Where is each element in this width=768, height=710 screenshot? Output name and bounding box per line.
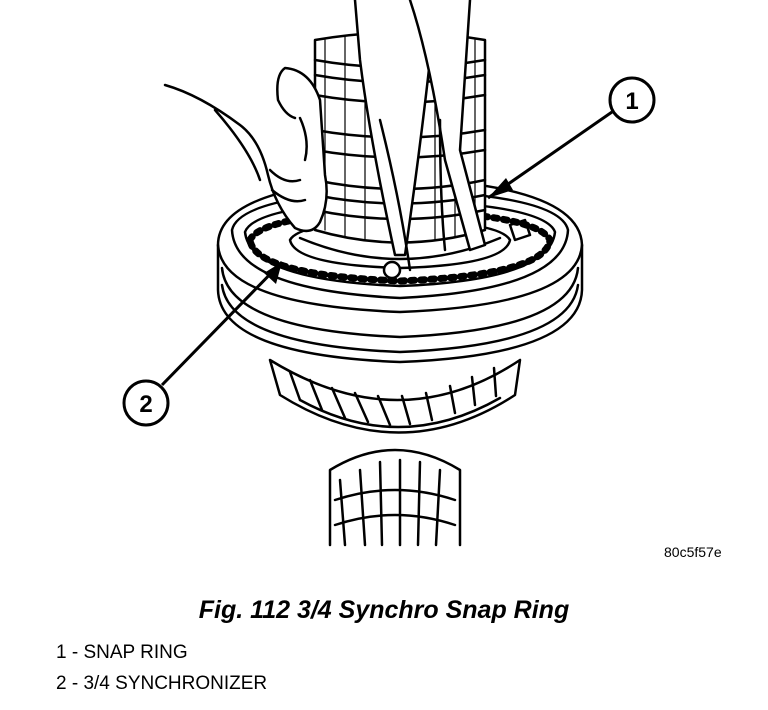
snap-ring-pliers (353, 0, 487, 280)
snap-ring-detail (508, 218, 532, 242)
helical-gear (268, 358, 522, 434)
figure-reference-id: 80c5f57e (664, 544, 722, 560)
callout-1-number: 1 (625, 88, 638, 115)
callout-legend: 1 - SNAP RING 2 - 3/4 SYNCHRONIZER (56, 642, 267, 704)
technician-hand (163, 66, 328, 233)
synchro-illustration: 1 2 (122, 0, 656, 547)
callout-2: 2 (122, 260, 284, 427)
callout-1: 1 (487, 76, 656, 200)
callout-2-number: 2 (139, 391, 152, 418)
output-shaft (328, 448, 462, 547)
legend-item-synchronizer: 2 - 3/4 SYNCHRONIZER (56, 673, 268, 694)
figure-caption: Fig. 112 3/4 Synchro Snap Ring (198, 596, 570, 624)
legend-item-snap-ring: 1 - SNAP RING (56, 642, 188, 663)
